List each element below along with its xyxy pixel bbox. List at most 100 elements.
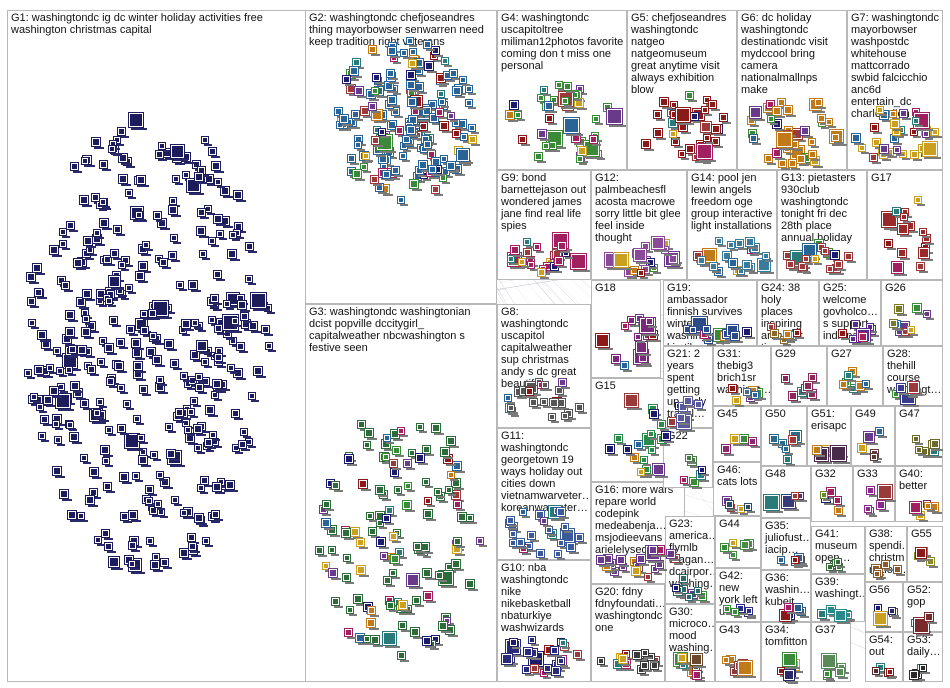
node-g18 (646, 317, 653, 325)
node-label-mark (191, 555, 202, 558)
node-label-mark (648, 561, 665, 564)
node-label-mark (68, 319, 79, 322)
node-g4 (564, 118, 580, 134)
node-label-mark (681, 582, 691, 585)
node-g20 (640, 662, 648, 670)
node-label-mark (600, 664, 609, 667)
node-g11 (540, 517, 547, 524)
node-label-mark (910, 393, 924, 396)
node-label-mark (896, 574, 906, 577)
group-box-g1: G1: washingtondc ig dc winter holiday ac… (7, 10, 309, 682)
node-g2 (355, 141, 362, 148)
node-label-mark (207, 354, 216, 357)
node-label-mark (512, 646, 522, 649)
node-label-mark (539, 138, 550, 141)
node-label-mark (73, 170, 83, 173)
node-label-mark (723, 551, 733, 554)
node-label-mark (374, 145, 384, 148)
node-g10 (528, 636, 535, 643)
node-label-mark (181, 333, 190, 336)
node-g46 (726, 501, 734, 509)
node-label-mark (687, 600, 696, 603)
node-label-mark (892, 142, 902, 145)
node-label-mark (889, 676, 898, 679)
node-g1 (115, 362, 124, 371)
node-label-mark (388, 109, 398, 112)
node-g1 (108, 276, 120, 288)
node-label-mark (782, 622, 796, 625)
node-g3 (367, 512, 374, 519)
node-g47 (931, 440, 940, 449)
node-g6 (776, 131, 792, 147)
node-label-mark (609, 125, 627, 128)
node-g8 (561, 412, 568, 419)
node-g2 (446, 162, 455, 171)
node-label-mark (210, 305, 220, 308)
node-label-mark (427, 71, 438, 74)
node-g25 (852, 320, 860, 328)
node-label-mark (774, 158, 785, 161)
node-g1 (237, 343, 245, 351)
node-g1 (147, 537, 154, 544)
node-g1 (213, 215, 222, 224)
node-g1 (146, 497, 153, 504)
node-label-mark (134, 358, 145, 361)
node-g15 (661, 432, 670, 441)
node-label-mark (676, 596, 687, 599)
node-g3 (476, 537, 483, 544)
node-g1 (82, 249, 90, 257)
node-label-mark (836, 504, 846, 507)
node-label-mark (70, 353, 80, 356)
node-g1 (246, 438, 253, 445)
node-label-mark (836, 514, 846, 517)
node-label-mark (681, 158, 690, 161)
node-label-mark (61, 499, 72, 502)
node-label-mark (790, 445, 801, 448)
node-g21 (694, 401, 702, 409)
node-label-mark (542, 676, 551, 679)
node-label-mark (206, 450, 214, 453)
node-g11 (556, 508, 565, 517)
node-label-mark (823, 498, 832, 501)
node-label-mark (36, 374, 47, 377)
node-g50 (769, 435, 778, 444)
node-g1 (50, 387, 59, 396)
node-g1 (249, 392, 256, 399)
node-label-mark (391, 577, 400, 580)
node-g17 (917, 263, 925, 271)
node-g17 (884, 240, 892, 248)
node-label-mark (921, 672, 930, 675)
node-g51 (812, 446, 821, 455)
node-label-mark (811, 110, 825, 113)
node-label-mark (816, 106, 826, 109)
node-label-mark (410, 107, 421, 110)
node-label-mark (232, 238, 241, 241)
node-g6 (825, 118, 832, 125)
node-label-mark (662, 106, 673, 109)
node-label-mark (228, 306, 243, 309)
node-label-mark (455, 545, 465, 548)
node-label-mark (375, 154, 386, 157)
node-g8 (508, 405, 515, 412)
node-label-mark (49, 372, 58, 375)
node-label-mark (868, 331, 877, 334)
node-label-mark (649, 660, 658, 663)
node-label-mark (657, 568, 667, 571)
node-label-mark (907, 396, 918, 399)
node-g53 (910, 670, 919, 679)
node-label-mark (207, 415, 218, 418)
node-label-mark (92, 496, 102, 499)
node-g18 (620, 361, 628, 369)
node-g1 (181, 510, 188, 517)
node-g1 (141, 326, 149, 334)
node-label-mark (138, 185, 149, 188)
node-g13 (822, 248, 829, 255)
node-g1 (49, 245, 58, 254)
node-label-mark (574, 99, 583, 102)
node-g15 (658, 420, 666, 428)
node-label-mark (926, 509, 935, 512)
node-g23 (694, 587, 701, 594)
node-g35 (777, 557, 784, 564)
node-g14 (710, 263, 717, 271)
node-g1 (155, 501, 162, 507)
